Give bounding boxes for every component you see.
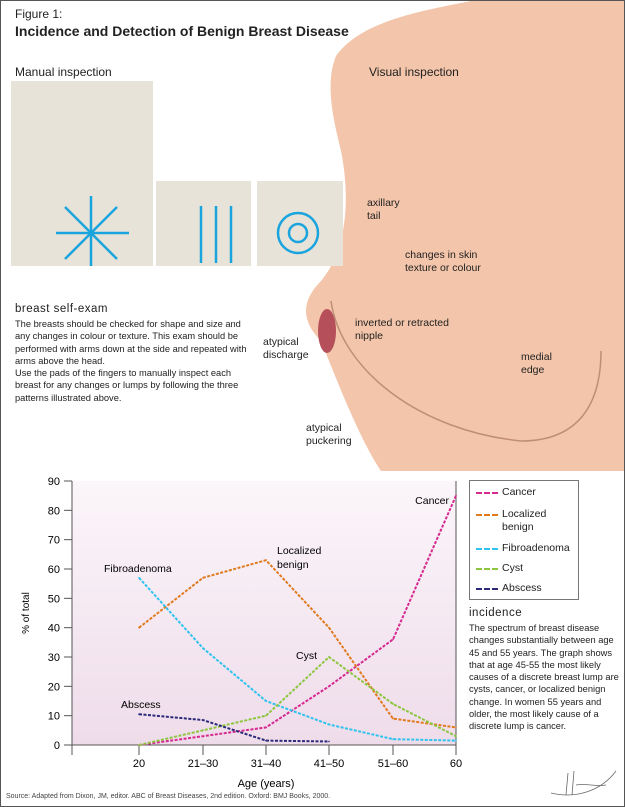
- data-point-fibroadenoma: [265, 700, 267, 702]
- figure-label: Figure 1:: [15, 7, 63, 21]
- data-point-cyst: [138, 744, 140, 746]
- visual-inspection-heading: Visual inspection: [369, 65, 459, 79]
- y-tick-label: 90: [48, 476, 60, 488]
- self-exam-text: The breasts should be checked for shape …: [15, 319, 247, 403]
- incidence-chart: 0 10 20 30 40 50 60 70 80 90 20 21–30 31–40 41–50 51–6…: [21, 476, 462, 790]
- data-point-cyst: [202, 729, 204, 732]
- data-point-cyst: [265, 714, 267, 717]
- series-label-cyst: Cyst: [296, 650, 317, 662]
- data-point-cancer: [265, 726, 267, 729]
- series-line-localized-benign: [138, 559, 457, 729]
- y-axis-label: % of total: [21, 592, 32, 634]
- manual-inspection-heading: Manual inspection: [15, 65, 112, 79]
- manual-panel-1: [11, 81, 153, 266]
- y-tick-label: 50: [48, 593, 60, 605]
- y-tick-label: 40: [48, 623, 60, 635]
- nipple-shape: [318, 309, 336, 353]
- data-point-abscess: [202, 719, 204, 721]
- data-point-cyst: [328, 656, 330, 658]
- circular-arrows-icon: [276, 211, 320, 255]
- series-line-fibroadenoma: [138, 577, 457, 742]
- y-tick-label: 0: [54, 740, 60, 752]
- legend-swatch: [476, 588, 498, 590]
- data-point-abscess: [328, 740, 330, 743]
- data-point-fibroadenoma: [392, 738, 394, 740]
- x-tick-label: 31–40: [251, 758, 282, 770]
- series-label-fibroadenoma: Fibroadenoma: [104, 563, 172, 575]
- x-axis-label: Age (years): [238, 778, 295, 790]
- vertical-strip-arrows-icon: [199, 206, 233, 263]
- data-point-abscess: [265, 739, 267, 742]
- legend-item-abscess: Abscess: [476, 582, 542, 595]
- legend-label: Fibroadenoma: [502, 542, 570, 554]
- legend-item-fibroadenoma: Fibroadenoma: [476, 542, 570, 555]
- plot-area: [72, 481, 456, 745]
- y-tick-label: 10: [48, 711, 60, 723]
- label-atypical-puckering: atypical puckering: [306, 422, 352, 447]
- data-point-cyst: [392, 703, 394, 705]
- data-point-localized-benign: [265, 559, 267, 561]
- series-label-abscess: Abscess: [121, 699, 161, 711]
- data-point-localized-benign: [392, 717, 394, 720]
- y-tick-label: 60: [48, 564, 60, 576]
- x-tick-label: 41–50: [314, 758, 345, 770]
- series-line-cyst: [138, 655, 457, 746]
- data-point-cancer: [455, 494, 457, 497]
- data-point-cyst: [455, 735, 457, 737]
- x-tick-label: 51–60: [378, 758, 409, 770]
- data-point-cancer: [392, 638, 394, 641]
- self-exam-title: breast self-exam: [15, 303, 109, 315]
- data-point-fibroadenoma: [138, 577, 140, 579]
- legend-swatch: [476, 492, 498, 494]
- legend-label: Localized benign: [502, 508, 547, 533]
- legend-swatch: [476, 548, 498, 550]
- data-point-cancer: [202, 735, 204, 737]
- x-tick-label: 20: [133, 758, 145, 770]
- legend-label: Cancer: [502, 486, 536, 498]
- chart-legend: Cancer Localized benign Fibroadenoma Cys…: [469, 480, 579, 600]
- series-line-cancer: [138, 495, 457, 746]
- legend-swatch: [476, 568, 498, 570]
- source-citation: Source: Adapted from Dixon, JM, editor. …: [6, 793, 331, 800]
- label-medial-edge: medial edge: [521, 351, 552, 376]
- data-point-fibroadenoma: [202, 647, 204, 649]
- incidence-text: The spectrum of breast disease changes s…: [469, 623, 619, 732]
- incidence-title: incidence: [469, 607, 523, 619]
- legend-swatch: [476, 514, 498, 516]
- data-point-fibroadenoma: [328, 723, 330, 726]
- data-point-cancer: [328, 685, 330, 688]
- series-label-cancer: Cancer: [415, 495, 449, 507]
- figure-title: Incidence and Detection of Benign Breast…: [15, 23, 349, 39]
- x-tick-label: 60: [450, 758, 462, 770]
- label-axillary-tail: axillary tail: [367, 197, 400, 222]
- data-point-fibroadenoma: [455, 739, 457, 742]
- label-inverted-nipple: inverted or retracted nipple: [355, 317, 449, 342]
- breast-illustration: [11, 1, 624, 471]
- series-line-abscess: [138, 713, 330, 743]
- radial-arrows-icon: [56, 196, 129, 266]
- manual-panel-2: [156, 181, 251, 266]
- data-point-localized-benign: [138, 626, 140, 629]
- legend-label: Cyst: [502, 562, 523, 574]
- data-point-localized-benign: [455, 726, 457, 729]
- data-point-localized-benign: [202, 577, 204, 579]
- legend-item-localized-benign: Localized benign: [476, 508, 556, 534]
- data-point-abscess: [138, 713, 140, 715]
- legend-label: Abscess: [502, 582, 542, 594]
- label-skin-changes: changes in skin texture or colour: [405, 249, 481, 274]
- y-tick-label: 80: [48, 505, 60, 517]
- y-tick-label: 30: [48, 652, 60, 664]
- x-tick-label: 21–30: [188, 758, 219, 770]
- breast-contour: [330, 300, 602, 442]
- legend-item-cancer: Cancer: [476, 486, 536, 499]
- label-atypical-discharge: atypical discharge: [263, 336, 309, 361]
- legend-item-cyst: Cyst: [476, 562, 523, 575]
- y-tick-label: 70: [48, 535, 60, 547]
- data-point-localized-benign: [328, 626, 330, 629]
- torso-shape: [306, 1, 624, 471]
- artist-signature: [550, 770, 617, 796]
- y-tick-label: 20: [48, 681, 60, 693]
